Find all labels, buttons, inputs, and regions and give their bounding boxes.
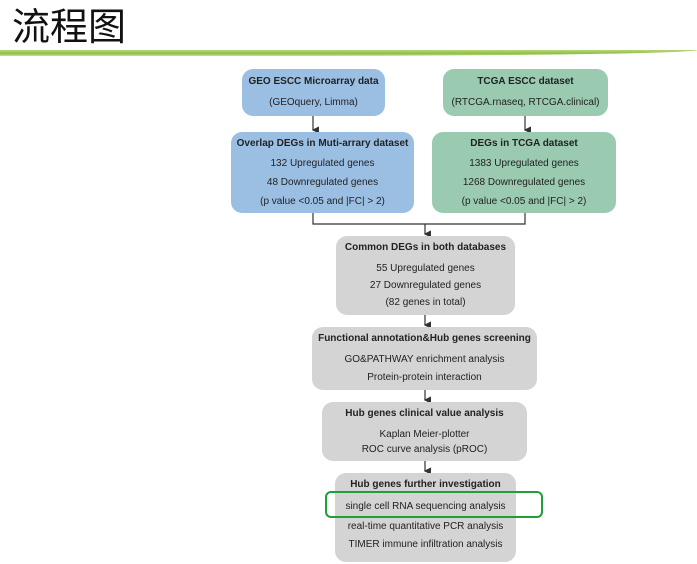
common-degs-box: Common DEGs in both databases 55 Upregul… <box>336 236 515 315</box>
clinical-value-box: Hub genes clinical value analysis Kaplan… <box>322 402 527 461</box>
highlight-frame <box>325 491 543 518</box>
tcga-down-genes: 1268 Downregulated genes <box>462 177 586 188</box>
functional-annotation-box: Functional annotation&Hub genes screenin… <box>312 327 537 390</box>
merge-connector <box>312 213 526 225</box>
further-qpcr: real-time quantitative PCR analysis <box>347 521 504 532</box>
overlap-down-genes: 48 Downregulated genes <box>266 177 379 188</box>
title-rule <box>0 50 697 56</box>
common-box-title: Common DEGs in both databases <box>344 242 507 253</box>
tcga-degs-box: DEGs in TCGA dataset 1383 Upregulated ge… <box>432 132 616 213</box>
overlap-degs-box: Overlap DEGs in Muti-arrary dataset 132 … <box>231 132 414 213</box>
common-up-genes: 55 Upregulated genes <box>376 263 475 274</box>
further-box-title: Hub genes further investigation <box>350 479 501 490</box>
geo-box-line: (GEOquery, Limma) <box>269 97 358 108</box>
clinical-roc: ROC curve analysis (pROC) <box>361 444 488 455</box>
clinical-km-plotter: Kaplan Meier-plotter <box>379 429 470 440</box>
tcga-degs-title: DEGs in TCGA dataset <box>470 138 578 149</box>
tcga-up-genes: 1383 Upregulated genes <box>469 158 579 169</box>
common-total-genes: (82 genes in total) <box>385 297 466 308</box>
functional-go-pathway: GO&PATHWAY enrichment analysis <box>344 354 505 365</box>
further-timer: TIMER immune infiltration analysis <box>348 539 503 550</box>
clinical-box-title: Hub genes clinical value analysis <box>345 408 504 419</box>
common-down-genes: 27 Downregulated genes <box>369 280 482 291</box>
overlap-box-title: Overlap DEGs in Muti-arrary dataset <box>236 138 409 149</box>
geo-data-box: GEO ESCC Microarray data (GEOquery, Limm… <box>242 69 385 116</box>
functional-ppi: Protein-protein interaction <box>367 372 482 383</box>
tcga-criteria: (p value <0.05 and |FC| > 2) <box>461 196 587 207</box>
tcga-data-box: TCGA ESCC dataset (RTCGA.rnaseq, RTCGA.c… <box>443 69 608 116</box>
overlap-criteria: (p value <0.05 and |FC| > 2) <box>260 196 385 207</box>
geo-box-title: GEO ESCC Microarray data <box>248 76 379 87</box>
tcga-box-line: (RTCGA.rnaseq, RTCGA.clinical) <box>451 97 600 108</box>
functional-box-title: Functional annotation&Hub genes screenin… <box>318 333 531 344</box>
further-scrna: single cell RNA sequencing analysis <box>345 501 506 512</box>
tcga-box-title: TCGA ESCC dataset <box>477 76 574 87</box>
page-title: 流程图 <box>12 5 127 49</box>
overlap-up-genes: 132 Upregulated genes <box>270 158 375 169</box>
